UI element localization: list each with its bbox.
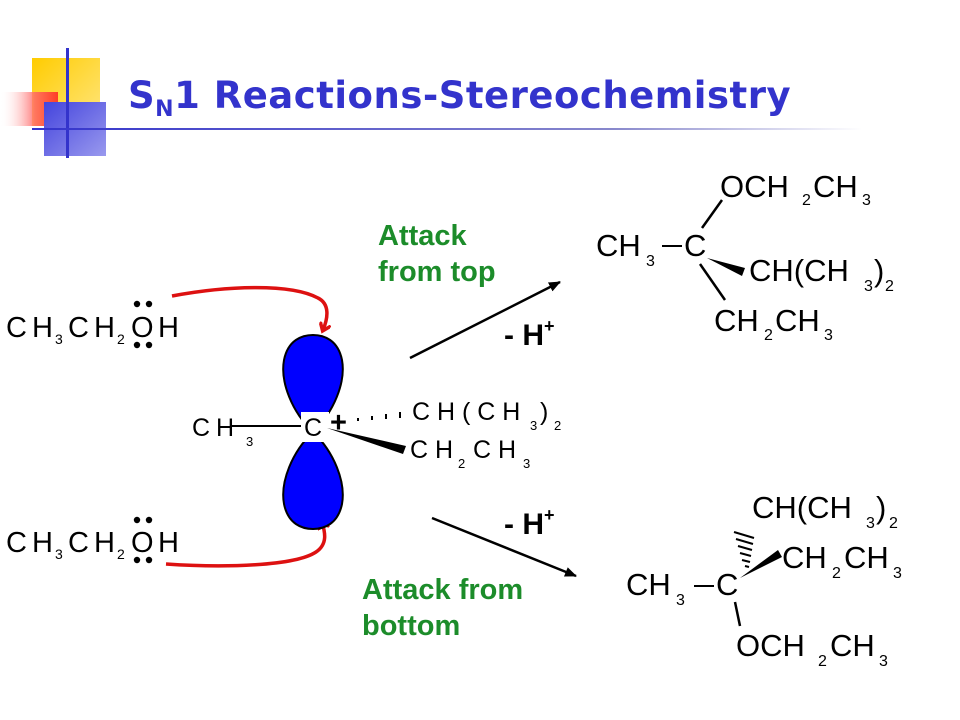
svg-text:H: H xyxy=(158,312,179,344)
svg-text:CH: CH xyxy=(830,628,875,663)
svg-text:C: C xyxy=(6,312,27,344)
svg-text:3: 3 xyxy=(55,546,63,562)
svg-text:2: 2 xyxy=(117,546,125,562)
svg-text:): ) xyxy=(876,490,886,525)
svg-text:CH: CH xyxy=(844,540,889,575)
svg-text:CH: CH xyxy=(596,228,641,263)
svg-text:3: 3 xyxy=(55,331,63,347)
svg-text:CH: CH xyxy=(775,303,820,338)
svg-text:2: 2 xyxy=(117,331,125,347)
svg-text:C: C xyxy=(6,527,27,559)
svg-text:): ) xyxy=(874,253,884,288)
svg-text:CH(CH: CH(CH xyxy=(752,490,852,525)
svg-text:2: 2 xyxy=(885,278,894,295)
svg-text:3: 3 xyxy=(879,653,888,670)
attack-arrow-bottom xyxy=(165,522,325,568)
svg-text:H: H xyxy=(94,312,115,344)
svg-text:3: 3 xyxy=(523,456,530,471)
attack-arrow-top xyxy=(171,285,327,330)
svg-text:H: H xyxy=(32,312,53,344)
svg-text:3: 3 xyxy=(824,327,833,344)
svg-text:3: 3 xyxy=(646,253,655,270)
proton-loss-top: - H+ xyxy=(504,316,555,352)
svg-text:2: 2 xyxy=(802,192,811,209)
svg-text:3: 3 xyxy=(246,434,253,449)
svg-text:2: 2 xyxy=(818,653,827,670)
svg-text:): ) xyxy=(540,398,548,426)
svg-text:H: H xyxy=(216,414,234,442)
svg-text:C H: C H xyxy=(473,436,516,464)
svg-text:3: 3 xyxy=(530,418,537,433)
slide-title: SN1 Reactions-Stereochemistry xyxy=(128,74,792,122)
svg-text:OCH: OCH xyxy=(736,628,805,663)
proton-loss-bottom: - H+ xyxy=(504,505,555,541)
svg-text:C: C xyxy=(68,527,89,559)
svg-text:3: 3 xyxy=(676,592,685,609)
svg-text:C: C xyxy=(192,414,210,442)
svg-text:CH: CH xyxy=(714,303,759,338)
svg-text:C: C xyxy=(68,312,89,344)
svg-text:OCH: OCH xyxy=(720,169,789,204)
svg-text:H: H xyxy=(158,527,179,559)
svg-text:2: 2 xyxy=(458,456,465,471)
svg-text:CH(CH: CH(CH xyxy=(749,253,849,288)
svg-text:2: 2 xyxy=(832,565,841,582)
attack-bottom-label: Attack from bottom xyxy=(362,574,524,642)
attack-top-label: Attack from top xyxy=(378,220,496,288)
svg-text:CH: CH xyxy=(782,540,827,575)
svg-text:H: H xyxy=(94,527,115,559)
svg-text:CH: CH xyxy=(626,567,671,602)
svg-text:C H ( C H: C H ( C H xyxy=(412,398,520,426)
svg-text:3: 3 xyxy=(893,565,902,582)
svg-text:C H: C H xyxy=(410,436,453,464)
svg-text:3: 3 xyxy=(862,192,871,209)
p-orbital xyxy=(282,333,344,531)
svg-text:C: C xyxy=(304,414,322,442)
reaction-arrow-top xyxy=(409,280,561,360)
svg-text:3: 3 xyxy=(864,278,873,295)
svg-text:2: 2 xyxy=(764,327,773,344)
svg-text:CH: CH xyxy=(813,169,858,204)
svg-text:O: O xyxy=(131,527,154,559)
svg-text:3: 3 xyxy=(866,515,875,532)
svg-text:C: C xyxy=(716,567,738,602)
svg-text:2: 2 xyxy=(554,418,561,433)
svg-text:2: 2 xyxy=(889,515,898,532)
svg-text:O: O xyxy=(131,312,154,344)
svg-text:H: H xyxy=(32,527,53,559)
svg-text:+: + xyxy=(330,407,347,439)
reaction-arrow-bottom xyxy=(431,516,577,578)
svg-text:C: C xyxy=(684,228,706,263)
